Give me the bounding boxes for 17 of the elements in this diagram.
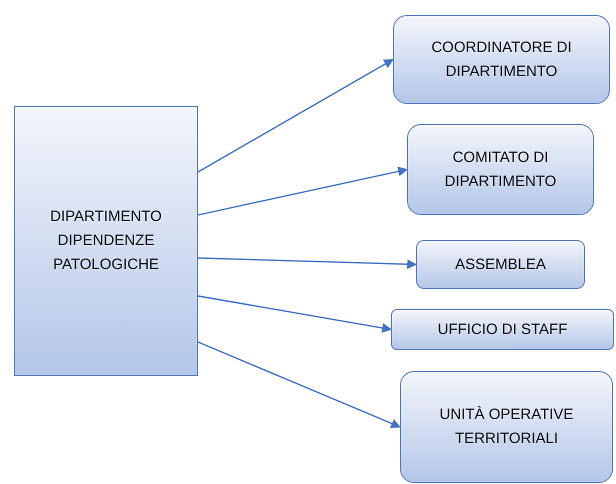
department-box bbox=[14, 106, 198, 376]
unit-box bbox=[416, 240, 585, 289]
arrow bbox=[198, 295, 392, 333]
unit-box bbox=[391, 309, 614, 350]
arrow bbox=[198, 341, 401, 428]
node-label: COORDINATORE DI DIPARTIMENTO bbox=[430, 38, 573, 82]
arrow bbox=[198, 257, 417, 270]
arrow bbox=[198, 58, 394, 173]
unit-box bbox=[407, 124, 594, 215]
node-label: UFFICIO DI STAFF bbox=[436, 320, 568, 340]
node-label: UNITÀ OPERATIVE TERRITORIALI bbox=[438, 405, 574, 449]
arrow bbox=[198, 166, 408, 216]
node-label: ASSEMBLEA bbox=[454, 254, 547, 274]
node-label: COMITATO DI DIPARTIMENTO bbox=[444, 148, 558, 192]
unit-box bbox=[393, 15, 610, 104]
node-label: DIPARTIMENTO DIPENDENZE PATOLOGICHE bbox=[49, 207, 163, 275]
unit-box bbox=[400, 371, 613, 483]
